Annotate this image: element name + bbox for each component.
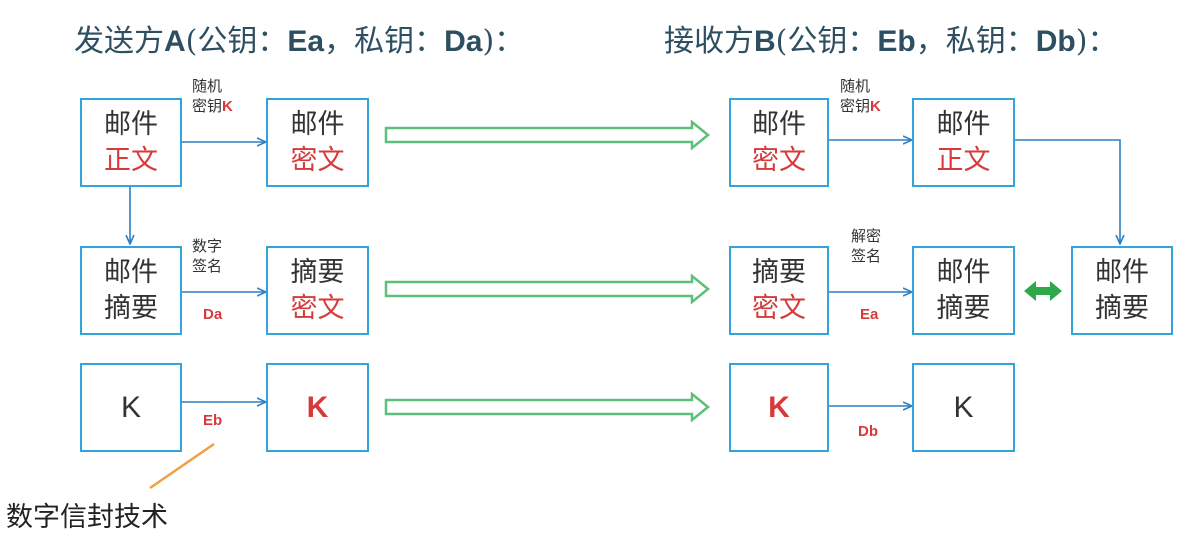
box-line: 摘要 <box>752 256 806 288</box>
key-symbol: K <box>120 390 141 424</box>
arrow-hash-received-body <box>1015 139 1120 244</box>
caption-digital-envelope: 数字信封技术 <box>6 502 168 533</box>
label-digital-signature: 数字 签名 <box>192 237 223 275</box>
label-key-decrypt: Db <box>858 423 878 440</box>
box-line: 邮件 <box>1095 256 1149 288</box>
sender-key-cipher-box: K <box>266 363 369 452</box>
caption-pointer <box>149 442 215 490</box>
label-verify-key: Ea <box>860 306 879 323</box>
receiver-mail-body-box: 邮件 正文 <box>912 98 1015 187</box>
receiver-digest-cipher-box: 摘要 密文 <box>729 246 829 335</box>
sender-key-box: K <box>80 363 182 452</box>
receiver-key-cipher-box: K <box>729 363 829 452</box>
sender-mail-digest-box: 邮件 摘要 <box>80 246 182 335</box>
box-line: 正文 <box>936 144 991 176</box>
sender-mail-body-box: 邮件 正文 <box>80 98 182 187</box>
receiver-mail-cipher-box: 邮件 密文 <box>729 98 829 187</box>
receiver-key-box: K <box>912 363 1015 452</box>
box-line: 邮件 <box>752 108 806 140</box>
label-key-encrypt: Eb <box>203 412 223 429</box>
label-random-key-receiver: 随机 密钥K <box>840 77 881 115</box>
box-line: 密文 <box>752 292 806 324</box>
key-symbol: K <box>306 390 329 424</box>
box-line: 正文 <box>104 144 158 176</box>
box-line: 密文 <box>290 144 345 176</box>
box-line: 摘要 <box>936 292 991 324</box>
sender-title: 发送方A(公钥：Ea，私钥：Da)： <box>74 24 525 59</box>
box-line: 邮件 <box>936 256 991 288</box>
label-signature-key: Da <box>203 306 223 323</box>
transfer-arrow-key <box>384 391 710 423</box>
key-symbol: K <box>953 390 974 424</box>
key-symbol: K <box>768 390 790 424</box>
box-line: 摘要 <box>290 256 345 288</box>
box-line: 密文 <box>290 292 345 324</box>
box-line: 邮件 <box>104 108 158 140</box>
box-line: 摘要 <box>1095 292 1149 324</box>
receiver-decrypted-digest-box: 邮件 摘要 <box>912 246 1015 335</box>
receiver-title: 接收方B(公钥：Eb，私钥：Db)： <box>664 24 1118 59</box>
box-line: 邮件 <box>104 256 158 288</box>
sender-mail-cipher-box: 邮件 密文 <box>266 98 369 187</box>
transfer-arrow-mail <box>384 119 710 151</box>
sender-digest-cipher-box: 摘要 密文 <box>266 246 369 335</box>
box-line: 邮件 <box>936 108 991 140</box>
receiver-computed-digest-box: 邮件 摘要 <box>1071 246 1173 335</box>
label-decrypt-signature: 解密 签名 <box>851 227 882 265</box>
compare-double-arrow <box>1024 281 1062 301</box>
box-line: 密文 <box>752 144 806 176</box>
box-line: 邮件 <box>290 108 345 140</box>
transfer-arrow-digest <box>384 273 710 305</box>
label-random-key-sender: 随机 密钥K <box>192 77 233 115</box>
box-line: 摘要 <box>104 292 158 324</box>
